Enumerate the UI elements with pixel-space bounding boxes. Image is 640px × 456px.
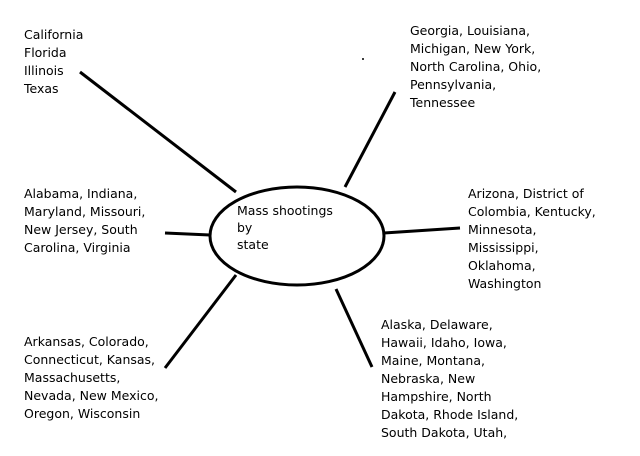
state-line: Maryland, Missouri,: [24, 204, 146, 219]
connector-middle-left: [164, 231, 211, 237]
state-line: Carolina, Virginia: [24, 240, 131, 255]
state-line: Michigan, New York,: [410, 41, 536, 56]
state-line: Pennsylvania,: [410, 77, 497, 92]
group-middle-right: Arizona, District of Colombia, Kentucky,…: [468, 185, 596, 293]
state-line: Arkansas, Colorado,: [24, 334, 149, 349]
group-bottom-right: Alaska, Delaware, Hawaii, Idaho, Iowa, M…: [381, 316, 518, 442]
state-line: Tennessee: [410, 95, 476, 110]
state-line: South Dakota, Utah,: [381, 425, 508, 440]
state-line: Colombia, Kentucky,: [468, 204, 596, 219]
state-line: Minnesota,: [468, 222, 537, 237]
state-line: New Jersey, South: [24, 222, 138, 237]
group-middle-left: Alabama, Indiana, Maryland, Missouri, Ne…: [24, 185, 145, 257]
group-bottom-left: Arkansas, Colorado, Connecticut, Kansas,…: [24, 333, 159, 423]
state-line: Illinois: [24, 63, 64, 78]
state-line: Oregon, Wisconsin: [24, 406, 141, 421]
state-line: California: [24, 27, 84, 42]
state-line: Texas: [24, 81, 59, 96]
connector-bottom-left: [163, 274, 238, 369]
state-line: Hawaii, Idaho, Iowa,: [381, 335, 507, 350]
center-line: state: [237, 237, 269, 252]
state-line: Nebraska, New: [381, 371, 476, 386]
state-line: Arizona, District of: [468, 186, 584, 201]
connector-top-right: [343, 91, 397, 188]
state-line: North Carolina, Ohio,: [410, 59, 542, 74]
group-top-right: Georgia, Louisiana, Michigan, New York, …: [410, 22, 541, 112]
state-line: Georgia, Louisiana,: [410, 23, 530, 38]
state-line: Oklahoma,: [468, 258, 536, 273]
state-line: Alaska, Delaware,: [381, 317, 493, 332]
state-line: Alabama, Indiana,: [24, 186, 138, 201]
state-line: Nevada, New Mexico,: [24, 388, 159, 403]
center-line: Mass shootings: [237, 203, 333, 218]
group-top-left: California Florida Illinois Texas: [24, 26, 83, 98]
connector-bottom-right: [334, 288, 374, 368]
state-line: Florida: [24, 45, 67, 60]
state-line: Washington: [468, 276, 542, 291]
stray-dot: [362, 58, 364, 60]
connector-middle-right: [383, 226, 461, 235]
state-line: Mississippi,: [468, 240, 539, 255]
state-line: Dakota, Rhode Island,: [381, 407, 519, 422]
state-line: Maine, Montana,: [381, 353, 485, 368]
center-line: by: [237, 220, 253, 235]
state-line: Hampshire, North: [381, 389, 492, 404]
center-ellipse: [208, 185, 386, 287]
center-label: Mass shootings by state: [237, 202, 333, 253]
state-line: Connecticut, Kansas,: [24, 352, 156, 367]
connector-top-left: [79, 70, 237, 194]
state-line: Massachusetts,: [24, 370, 121, 385]
